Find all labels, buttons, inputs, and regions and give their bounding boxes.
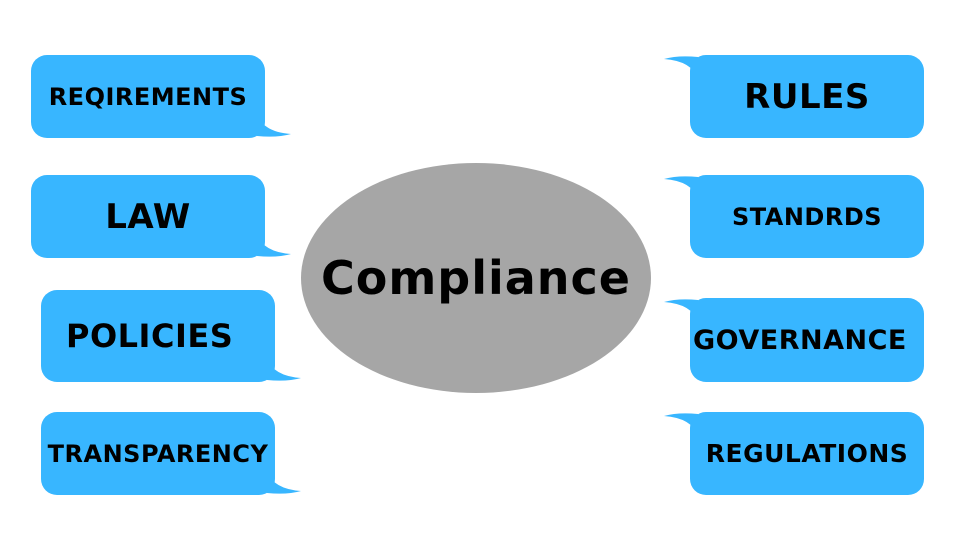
speech-tail-icon xyxy=(257,114,291,137)
bubble-governance: GOVERNANCE xyxy=(664,298,924,382)
bubble-requirements: REQIREMENTS xyxy=(31,55,291,138)
bubble-label: TRANSPARENCY xyxy=(47,439,269,468)
speech-tail-icon xyxy=(664,176,698,199)
bubble-label: RULES xyxy=(744,76,870,117)
speech-tail-icon xyxy=(257,234,291,257)
speech-tail-icon xyxy=(267,358,301,381)
speech-tail-icon xyxy=(664,413,698,436)
bubble-label: GOVERNANCE xyxy=(693,324,907,356)
bubble-transparency: TRANSPARENCY xyxy=(41,412,301,495)
bubble-regulations: REGULATIONS xyxy=(664,412,924,495)
bubble-law: LAW xyxy=(31,175,291,258)
speech-tail-icon xyxy=(267,471,301,494)
bubble-label: LAW xyxy=(105,196,191,237)
bubble-policies: POLICIES xyxy=(41,290,301,382)
bubble-label: REGULATIONS xyxy=(705,439,909,468)
bubble-label: STANDRDS xyxy=(731,202,883,231)
bubble-label: REQIREMENTS xyxy=(48,82,248,111)
speech-tail-icon xyxy=(664,299,698,322)
speech-tail-icon xyxy=(664,56,698,79)
bubble-standards: STANDRDS xyxy=(664,175,924,258)
bubble-label: POLICIES xyxy=(66,317,234,355)
bubble-rules: RULES xyxy=(664,55,924,138)
center-label: Compliance xyxy=(320,251,631,305)
center-node-compliance: Compliance xyxy=(301,163,651,393)
